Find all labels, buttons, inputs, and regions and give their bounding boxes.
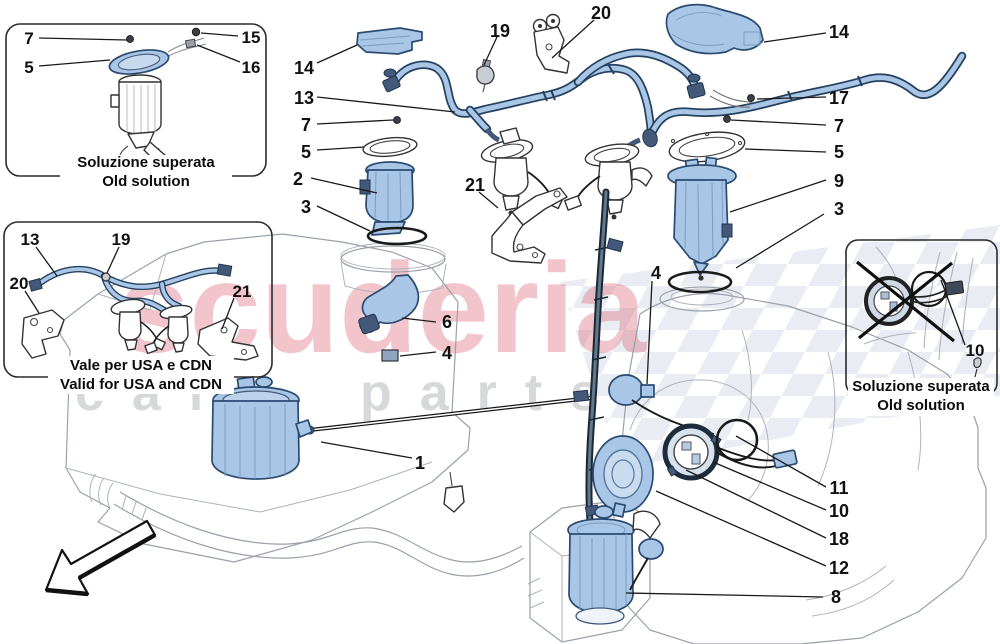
callout-7-left: 7 [301, 115, 311, 135]
callout-5-right: 5 [834, 142, 844, 162]
wiring-harness [585, 188, 624, 526]
callout-21: 21 [465, 175, 485, 195]
callout-1: 1 [415, 453, 425, 473]
callout-20-inset: 20 [10, 274, 29, 293]
screw-15 [191, 27, 201, 37]
callout-9: 9 [834, 171, 844, 191]
fuel-pump-8 [567, 502, 664, 625]
old-pump-module-drawing [108, 27, 207, 167]
callout-15: 15 [242, 28, 261, 47]
sender-connector [772, 449, 798, 469]
screw-7-right [723, 115, 731, 123]
callout-19: 19 [490, 21, 510, 41]
callout-14-left: 14 [294, 58, 314, 78]
fuel-pipe-13 [382, 53, 962, 148]
callout-4-left: 4 [442, 343, 452, 363]
fuel-pump-left-exploded [358, 116, 428, 362]
inset-usa-cdn: 13 19 20 21 Vale per USA e CDN Valid for… [3, 221, 273, 394]
callout-7-inset1: 7 [24, 29, 33, 48]
bracket-20 [532, 13, 570, 74]
fuel-level-sender-11 [662, 418, 798, 481]
direction-arrow [44, 519, 157, 597]
callout-13-inset: 13 [21, 230, 40, 249]
callout-4-right: 4 [651, 263, 661, 283]
callout-12: 12 [829, 558, 849, 578]
inset2-caption-en: Valid for USA and CDN [60, 376, 222, 393]
callout-16: 16 [242, 58, 261, 77]
connector-4-left [381, 349, 399, 362]
callout-11: 11 [829, 478, 848, 498]
inset3-caption-it: Soluzione superata [852, 378, 990, 395]
connector-4-right [640, 384, 655, 398]
callout-7-right: 7 [834, 116, 844, 136]
inset2-caption-it: Vale per USA e CDN [70, 357, 212, 374]
cover-14-right [665, 3, 764, 55]
callout-18: 18 [829, 529, 849, 549]
callout-2: 2 [293, 169, 303, 189]
screw-7-inset [126, 35, 134, 43]
bracket-21 [491, 187, 568, 264]
left-fuel-tank [59, 233, 471, 563]
callout-leader-lines [310, 19, 827, 598]
pump-8-side-cap [638, 538, 664, 560]
pipe-elbow-fitting [686, 82, 706, 99]
o-ring-3-left [366, 226, 428, 246]
filler-hose [113, 471, 525, 577]
pipe-coupling [642, 128, 658, 148]
hose-clamp [443, 485, 465, 513]
screw-17 [747, 94, 755, 102]
actuation-rod [295, 389, 591, 438]
usa-cdn-hoses-drawing [21, 263, 259, 361]
callout-10-inset: 10 [966, 341, 985, 360]
pump-9-body [673, 179, 729, 265]
callout-numbers: 14 13 7 5 2 3 19 20 21 6 4 1 4 14 17 7 5… [293, 3, 849, 607]
callout-10: 10 [829, 501, 849, 521]
clip-19-inset [101, 272, 111, 282]
callout-3-left: 3 [301, 197, 311, 217]
callout-13: 13 [294, 88, 314, 108]
clip-19 [476, 58, 495, 93]
old-sender-drawing [855, 246, 982, 378]
inset1-caption-en: Old solution [102, 173, 190, 190]
fuel-pump-right-exploded [667, 89, 755, 294]
callout-6: 6 [442, 312, 452, 332]
screw-7-left [393, 116, 401, 124]
inset3-caption-en: Old solution [877, 397, 965, 414]
cover-14-left [356, 27, 423, 55]
pump-flange-disc-12 [592, 435, 654, 513]
clamp-16 [184, 38, 197, 49]
callout-3-right: 3 [834, 199, 844, 219]
callout-8: 8 [831, 587, 841, 607]
callout-19-inset: 19 [112, 230, 131, 249]
callout-5-inset1: 5 [24, 58, 33, 77]
inset-old-solution-right: 10 Soluzione superata Old solution [845, 239, 998, 416]
pump-2-body [365, 169, 414, 223]
lock-ring-5-left [362, 136, 418, 158]
canister-pump-1 [211, 376, 300, 480]
o-ring-10 [715, 418, 759, 462]
callout-14-right: 14 [829, 22, 849, 42]
o-ring-3-right [667, 270, 733, 294]
inset1-caption-it: Soluzione superata [77, 154, 215, 171]
inset-old-solution-top: 7 5 15 16 Soluzione superata Old solutio… [5, 23, 267, 193]
callout-17: 17 [829, 88, 849, 108]
callout-21-inset: 21 [233, 282, 252, 301]
bracket-20-inset [21, 309, 65, 359]
callout-20: 20 [591, 3, 611, 23]
pipe-end-fitting [382, 75, 401, 93]
callout-5-left: 5 [301, 142, 311, 162]
